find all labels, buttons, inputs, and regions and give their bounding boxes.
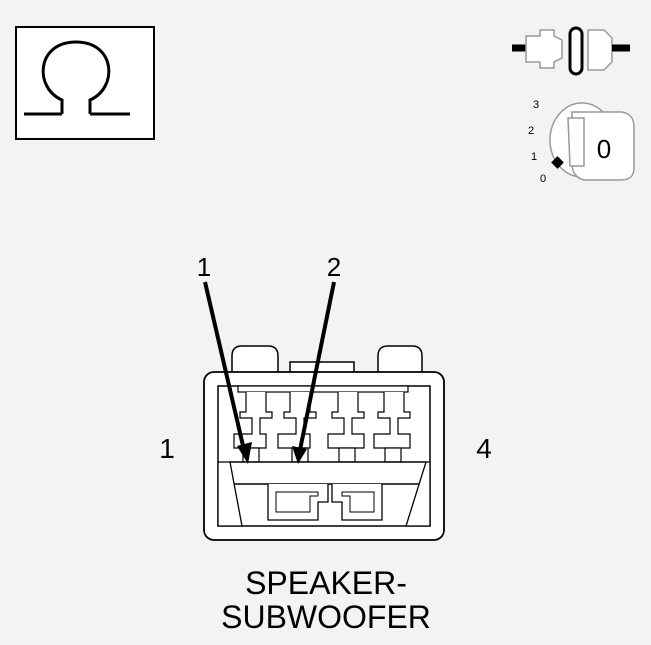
pin-end-label: 4 <box>476 433 492 464</box>
connector-drawing <box>203 345 445 541</box>
connector-name-line2: SUBWOOFER <box>221 599 431 635</box>
callout-arrow-2 <box>292 281 336 464</box>
ignition-position-0: 0 <box>540 173 546 185</box>
terminal-cavity <box>327 392 365 463</box>
callout-label-1: 1 <box>197 252 211 282</box>
ignition-key-label: 0 <box>597 134 611 164</box>
connector-name-line1: SPEAKER- <box>245 565 407 601</box>
ohm-symbol-icon <box>24 40 130 116</box>
ignition-key-icon: 3 2 1 0 0 <box>528 99 635 185</box>
callout-label-2: 2 <box>327 252 341 282</box>
terminal-cavity <box>373 392 411 463</box>
callout-arrow-1 <box>203 281 252 464</box>
disconnected-connector-icon <box>512 26 630 76</box>
ignition-position-2: 2 <box>528 125 534 137</box>
pin-start-label: 1 <box>159 433 175 464</box>
ohm-meter-panel <box>15 26 155 140</box>
ignition-position-1: 1 <box>531 151 537 163</box>
ignition-position-3: 3 <box>533 99 539 111</box>
